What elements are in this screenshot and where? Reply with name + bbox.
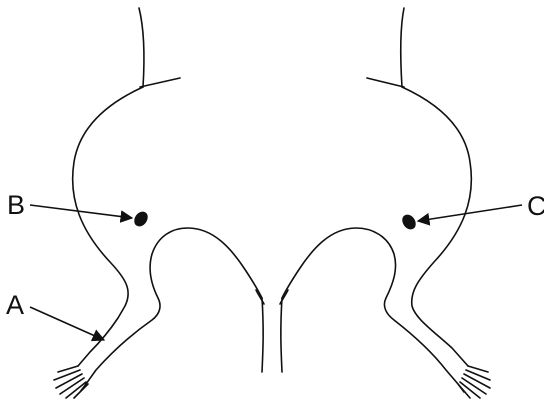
center-stem-inner-right [280, 290, 288, 304]
pointer-c-arrow [418, 205, 522, 221]
right-upper-stalk [401, 8, 404, 87]
spot-c [399, 212, 418, 232]
left-body-contour [73, 87, 143, 366]
center-stem-right [281, 298, 282, 372]
label-a: A [6, 292, 24, 319]
left-inner-arm [86, 228, 262, 384]
right-upper-branch [367, 78, 404, 87]
left-fringe [54, 366, 88, 398]
label-b: B [7, 192, 25, 219]
pointer-b-arrow [30, 205, 132, 218]
spot-b [131, 209, 150, 229]
label-c: C [527, 193, 544, 220]
right-fringe [458, 366, 490, 398]
left-upper-branch [140, 78, 180, 87]
center-stem-left [262, 298, 263, 372]
pointer-a-arrow [30, 307, 104, 340]
left-upper-stalk [139, 8, 144, 87]
center-stem-inner-left [256, 290, 264, 304]
right-inner-arm [282, 228, 458, 384]
